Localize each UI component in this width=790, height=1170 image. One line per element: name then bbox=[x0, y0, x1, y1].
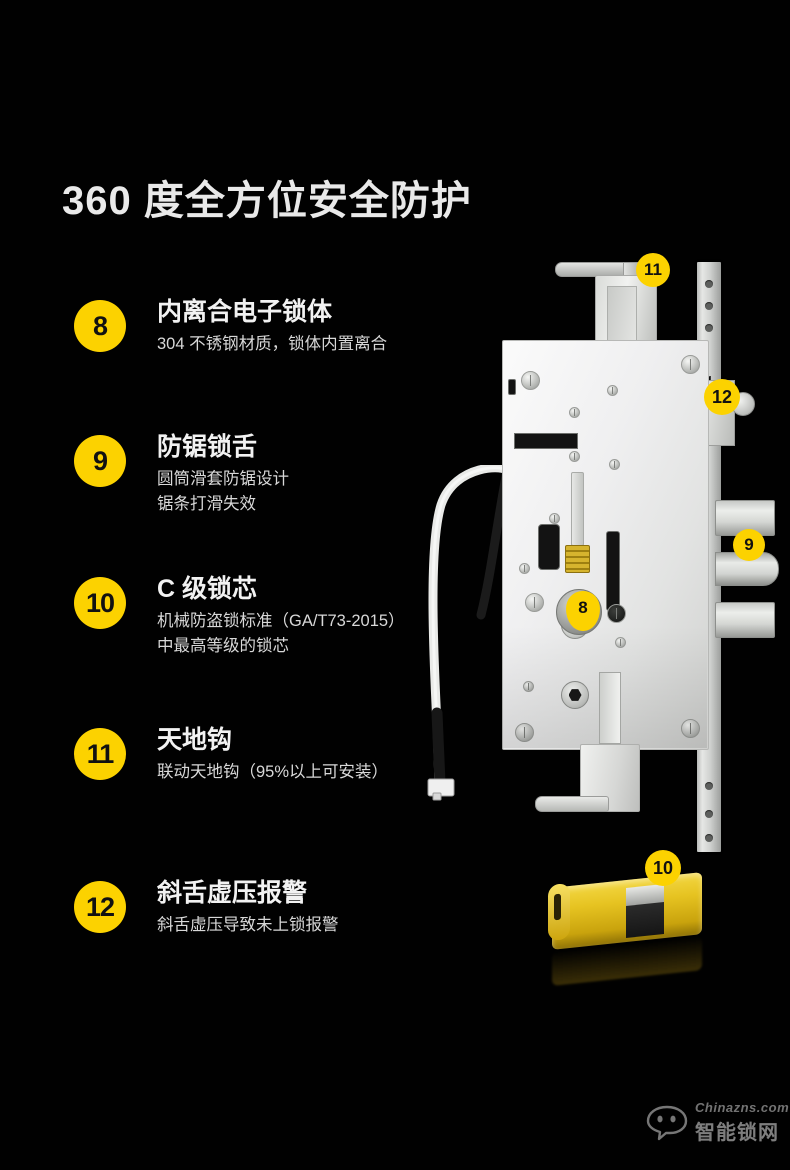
feature-badge-11: 11 bbox=[74, 728, 126, 780]
callout-badge-10: 10 bbox=[645, 850, 681, 886]
deadbolt-lower bbox=[715, 602, 775, 638]
clutch-side-bolt bbox=[607, 604, 626, 623]
body-screw-4 bbox=[609, 459, 620, 470]
body-screw-12 bbox=[681, 719, 700, 738]
body-screw-6 bbox=[549, 513, 560, 524]
clutch-brass-gear bbox=[565, 545, 590, 573]
body-latch-track-slot bbox=[606, 531, 620, 611]
body-screw-7 bbox=[525, 593, 544, 612]
callout-badge-9: 9 bbox=[733, 529, 765, 561]
feature-title-11: 天地钩 bbox=[157, 726, 233, 754]
callout-badge-11: 11 bbox=[636, 253, 670, 287]
feature-badge-12: 12 bbox=[74, 881, 126, 933]
body-screw-1 bbox=[521, 371, 540, 390]
clutch-shaft bbox=[571, 472, 584, 546]
latch-tongue-plate bbox=[599, 672, 621, 744]
feature-desc-8-line-1: 304 不锈钢材质，锁体内置离合 bbox=[157, 335, 388, 353]
feature-desc-10-line-1: 机械防盗锁标准（GA/T73-2015） bbox=[157, 612, 405, 630]
callout-badge-8: 8 bbox=[566, 591, 600, 631]
body-screw-3 bbox=[569, 451, 580, 462]
feature-desc-9-line-1: 圆筒滑套防锯设计 bbox=[157, 470, 289, 488]
feature-desc-10-line-2: 中最高等级的锁芯 bbox=[157, 637, 289, 655]
body-screw-5 bbox=[607, 385, 618, 396]
smart-lock-logo-icon bbox=[646, 1105, 688, 1141]
feature-badge-9: 9 bbox=[74, 435, 126, 487]
cylinder-cam bbox=[626, 902, 664, 938]
body-screw-9 bbox=[615, 637, 626, 648]
body-vertical-slot bbox=[538, 524, 560, 570]
feature-title-10: C 级锁芯 bbox=[157, 575, 258, 603]
body-screw-2 bbox=[569, 407, 580, 418]
callout-badge-12: 12 bbox=[704, 379, 740, 415]
feature-text-8: 内离合电子锁体 304 不锈钢材质，锁体内置离合 bbox=[157, 296, 497, 357]
body-rectangular-slot bbox=[514, 433, 578, 449]
brass-lock-cylinder bbox=[540, 860, 730, 986]
feature-badge-10: 10 bbox=[74, 577, 126, 629]
top-hook-bracket-inner bbox=[607, 286, 637, 346]
body-screw-11 bbox=[515, 723, 534, 742]
feature-title-12: 斜舌虚压报警 bbox=[157, 879, 308, 907]
body-edge-slot bbox=[508, 379, 516, 395]
watermark-site-name: 智能锁网 bbox=[695, 1122, 779, 1144]
feature-text-9: 防锯锁舌 圆筒滑套防锯设计 锯条打滑失效 bbox=[157, 431, 497, 517]
body-screw-13 bbox=[681, 355, 700, 374]
feature-badge-8: 8 bbox=[74, 300, 126, 352]
page-title: 360 度全方位安全防护 bbox=[62, 178, 472, 223]
feature-desc-12-line-1: 斜舌虚压导致未上锁报警 bbox=[157, 916, 339, 934]
feature-text-11: 天地钩 联动天地钩（95%以上可安装） bbox=[157, 724, 497, 785]
body-screw-8 bbox=[519, 563, 530, 574]
feature-text-10: C 级锁芯 机械防盗锁标准（GA/T73-2015） 中最高等级的锁芯 bbox=[157, 573, 497, 659]
spindle-hole-lower bbox=[561, 681, 589, 709]
bottom-hook-arm bbox=[535, 796, 609, 812]
site-watermark: Chinazns.com 智能锁网 bbox=[645, 1096, 789, 1152]
body-screw-10 bbox=[523, 681, 534, 692]
feature-title-8: 内离合电子锁体 bbox=[157, 298, 333, 326]
feature-desc-9-line-2: 锯条打滑失效 bbox=[157, 495, 256, 513]
feature-text-12: 斜舌虚压报警 斜舌虚压导致未上锁报警 bbox=[157, 877, 497, 938]
feature-title-9: 防锯锁舌 bbox=[157, 433, 258, 461]
cylinder-keyway-slot bbox=[554, 893, 561, 921]
feature-desc-11-line-1: 联动天地钩（95%以上可安装） bbox=[157, 763, 389, 781]
watermark-domain: Chinazns.com bbox=[695, 1100, 790, 1115]
